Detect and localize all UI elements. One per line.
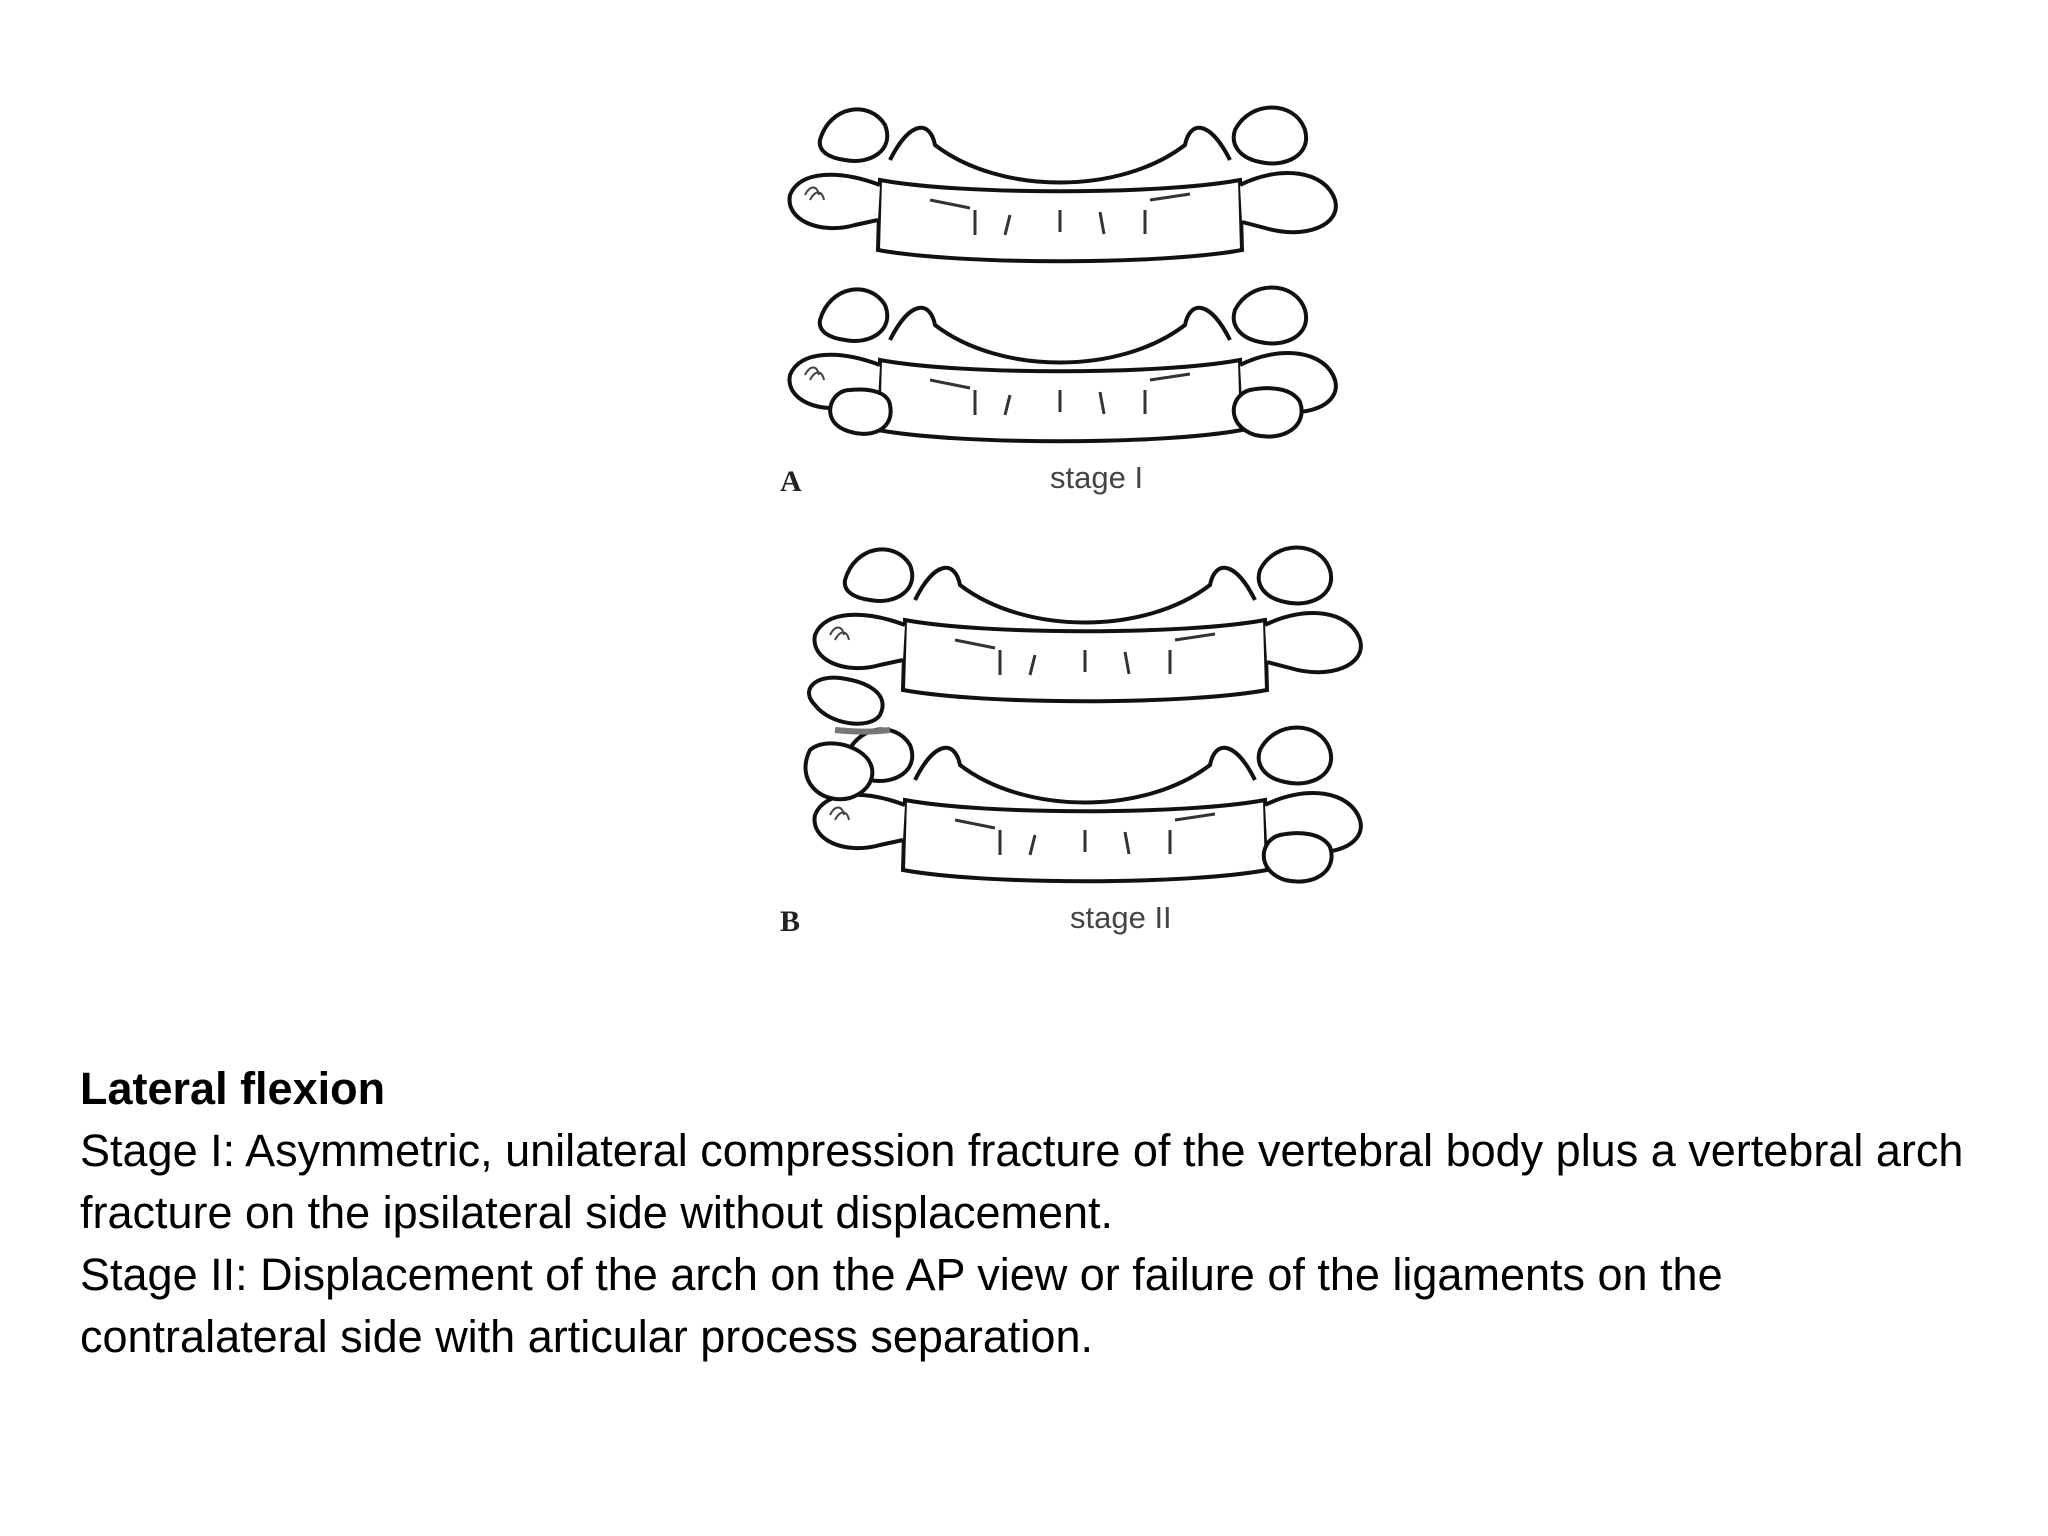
section-heading: Lateral flexion: [80, 1058, 1980, 1120]
stage-2-description: Stage II: Displacement of the arch on th…: [80, 1244, 1980, 1368]
description-text: Lateral flexion Stage I: Asymmetric, uni…: [80, 1058, 1980, 1368]
panel-a-vertebrae: [790, 108, 1336, 442]
vertebrae-drawing: [760, 90, 1420, 970]
panel-a-caption: stage I: [1050, 460, 1143, 496]
panel-b-letter: B: [780, 905, 800, 939]
panel-b-vertebrae: [806, 548, 1361, 882]
panel-a-letter: A: [780, 465, 802, 499]
vertebra-illustration: A stage I B stage II: [760, 90, 1420, 970]
panel-b-caption: stage II: [1070, 900, 1172, 936]
stage-1-description: Stage I: Asymmetric, unilateral compress…: [80, 1120, 1980, 1244]
